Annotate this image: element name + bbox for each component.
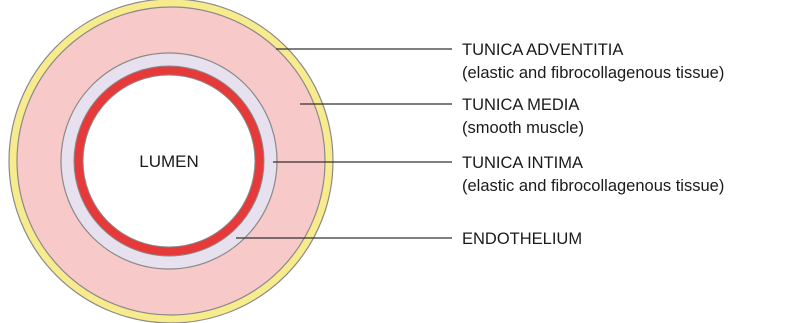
tunica-adventitia-description: (elastic and fibrocollagenous tissue) [462,64,724,82]
tunica-adventitia-title: TUNICA ADVENTITIA [462,41,623,59]
tunica-media-title: TUNICA MEDIA [462,96,579,114]
layer-labels: TUNICA ADVENTITIA (elastic and fibrocoll… [462,41,724,248]
tunica-intima-description: (elastic and fibrocollagenous tissue) [462,177,724,195]
tunica-media-description: (smooth muscle) [462,119,584,137]
endothelium-title: ENDOTHELIUM [462,230,582,248]
lumen-label: LUMEN [139,152,199,171]
tunica-intima-title: TUNICA INTIMA [462,154,583,172]
